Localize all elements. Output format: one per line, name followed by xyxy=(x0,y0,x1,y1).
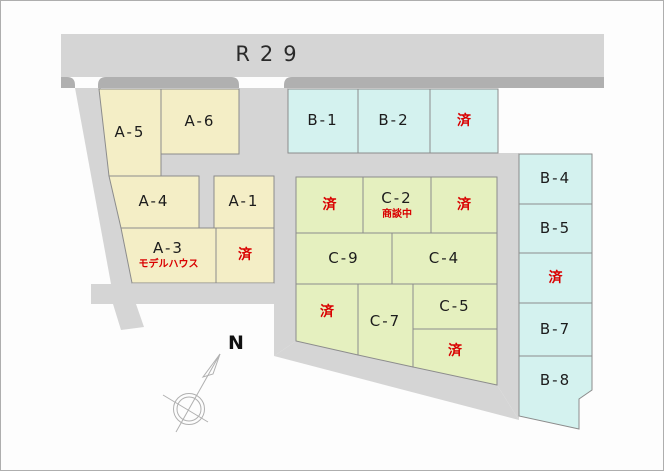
lot-b-col-sold-shape xyxy=(518,252,593,304)
road-notch-a4-a1 xyxy=(199,176,214,228)
road-wrap-south xyxy=(274,341,519,420)
lot-b8-shape xyxy=(518,355,593,430)
lot-b-top-sold-shape xyxy=(429,88,499,154)
road-middle-strip xyxy=(161,153,519,177)
lot-c9-shape xyxy=(295,232,393,285)
lot-b5-shape xyxy=(518,203,593,254)
lot-c-sold-left-shape xyxy=(295,176,364,234)
lot-a4-shape xyxy=(108,175,200,229)
lot-b7-shape xyxy=(518,302,593,357)
road-shoulder-east xyxy=(284,77,604,88)
lot-b1-shape xyxy=(287,88,359,154)
lot-a3-shape xyxy=(120,227,217,284)
lot-b4-shape xyxy=(518,153,593,205)
road-horizontal-south xyxy=(91,284,296,304)
compass-icon xyxy=(162,353,221,433)
lot-a1-shape xyxy=(213,175,275,229)
road-shoulder-west xyxy=(61,77,75,88)
road-entrance-ab xyxy=(239,88,288,154)
lot-c2-shape xyxy=(362,176,432,234)
lot-c4-shape xyxy=(391,232,498,285)
lot-a-sold-shape xyxy=(215,227,275,284)
road-vertical-ac xyxy=(274,176,296,356)
road-vertical-cb xyxy=(497,153,519,420)
lot-c-sold-right-shape xyxy=(430,176,498,234)
lot-b2-shape xyxy=(357,88,431,154)
road-shoulder-a-block xyxy=(98,77,239,88)
lot-c5-shape xyxy=(412,283,498,330)
lot-c7-shape xyxy=(357,283,414,368)
road-left-diagonal xyxy=(75,88,132,284)
road-left-diagonal-stub xyxy=(113,304,144,330)
lot-c5-sold-shape xyxy=(412,328,498,386)
road-r29 xyxy=(61,34,604,77)
lot-a6-shape xyxy=(160,88,240,155)
lot-a5-shape xyxy=(98,88,162,177)
